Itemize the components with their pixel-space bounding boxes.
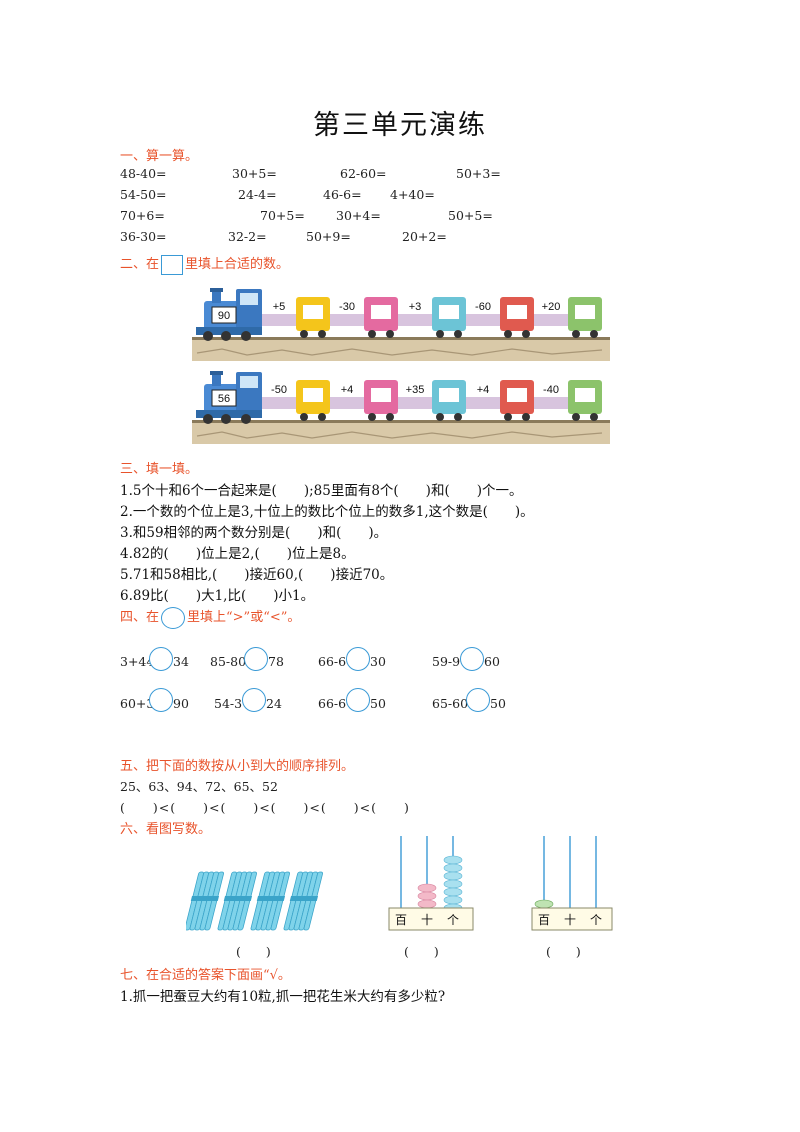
compare-left: 65-60 (432, 696, 469, 711)
compare-left: 66-6 (318, 654, 347, 669)
section-6-heading: 六、看图写数。 (120, 822, 212, 837)
compare-circle-input[interactable] (149, 688, 173, 712)
locomotive-icon (196, 288, 262, 341)
train-2-op: +4 (477, 384, 490, 396)
calc-item: 50+9= (306, 229, 351, 244)
section-2-heading-post: 里填上合适的数。 (185, 257, 290, 272)
train-2-op: -40 (543, 384, 559, 396)
fill-question: 2.一个数的个位上是3,十位上的数比个位上的数多1,这个数是( )。 (120, 504, 534, 520)
calc-item: 32-2= (228, 229, 267, 244)
calc-item: 30+4= (336, 208, 381, 223)
calc-item: 62-60= (340, 166, 387, 181)
calc-item: 36-30= (120, 229, 167, 244)
number-list: 25、63、94、72、65、52 (120, 779, 278, 794)
compare-left: 3+44 (120, 654, 155, 669)
order-blanks: ( )<( )<( )<( )<( )<( ) (120, 800, 410, 815)
compare-circle-input[interactable] (149, 647, 173, 671)
abacus-label: 百 (538, 913, 550, 927)
section-2-heading: 二、在 里填上合适的数。 (120, 253, 289, 275)
fill-question: 4.82的( )位上是2,( )位上是8。 (120, 546, 355, 562)
calc-item: 30+5= (232, 166, 277, 181)
compare-right: 50 (490, 696, 506, 711)
calc-item: 70+5= (260, 208, 305, 223)
train-1-op: +20 (542, 301, 561, 313)
abacus-1-icon: 百 十 个 (388, 836, 474, 931)
locomotive-icon (196, 371, 262, 424)
fill-question: 6.89比( )大1,比( )小1。 (120, 588, 315, 604)
compare-left: 60+3 (120, 696, 155, 711)
section-4-heading-pre: 四、在 (120, 610, 160, 625)
abacus-label: 十 (564, 913, 576, 927)
calc-item: 20+2= (402, 229, 447, 244)
compare-right: 30 (370, 654, 386, 669)
section-5-heading: 五、把下面的数按从小到大的顺序排列。 (120, 759, 355, 774)
calc-item: 48-40= (120, 166, 167, 181)
compare-right: 60 (484, 654, 500, 669)
compare-right: 78 (268, 654, 284, 669)
fill-question: 3.和59相邻的两个数分别是( )和( )。 (120, 525, 388, 541)
compare-right: 24 (266, 696, 282, 711)
fill-question: 1.5个十和6个一合起来是( );85里面有8个( )和( )个一。 (120, 483, 523, 499)
abacus-label: 百 (395, 913, 407, 927)
compare-circle-input[interactable] (244, 647, 268, 671)
train-2-op: +4 (341, 384, 354, 396)
stick-bundles-icon (186, 871, 323, 931)
compare-circle-icon (161, 606, 186, 629)
abacus-2-icon: 百 十 个 (531, 836, 613, 931)
compare-left: 85-80 (210, 654, 247, 669)
answer-blank: ( ) (236, 944, 271, 959)
train-1-start: 90 (218, 310, 230, 322)
calc-item: 54-50= (120, 187, 167, 202)
abacus-label: 个 (447, 913, 459, 927)
answer-blank: ( ) (546, 944, 581, 959)
calc-item: 50+3= (456, 166, 501, 181)
compare-circle-input[interactable] (346, 647, 370, 671)
train-2-op: +35 (406, 384, 425, 396)
section-7-question-1: 1.抓一把蚕豆大约有10粒,抓一把花生米大约有多少粒? (120, 989, 446, 1005)
calc-item: 24-4= (238, 187, 277, 202)
compare-circle-input[interactable] (460, 647, 484, 671)
calc-item: 4+40= (390, 187, 435, 202)
section-1-heading: 一、算一算。 (120, 149, 199, 164)
compare-right: 90 (173, 696, 189, 711)
section-3-heading: 三、填一填。 (120, 462, 199, 477)
page-title: 第三单元演练 (313, 110, 487, 141)
answer-box-icon (161, 254, 184, 275)
calc-item: 50+5= (448, 208, 493, 223)
compare-left: 54-3 (214, 696, 243, 711)
compare-circle-input[interactable] (466, 688, 490, 712)
compare-circle-input[interactable] (242, 688, 266, 712)
section-7-heading: 七、在合适的答案下面画“√。 (120, 968, 291, 983)
train-1-op: +3 (409, 301, 422, 313)
train-2-start: 56 (218, 393, 230, 405)
compare-left: 66-6 (318, 696, 347, 711)
fill-question: 5.71和58相比,( )接近60,( )接近70。 (120, 567, 394, 583)
compare-circle-input[interactable] (346, 688, 370, 712)
section-4-heading-post: 里填上“>”或“<”。 (187, 610, 301, 625)
abacus-label: 十 (421, 913, 433, 927)
section-4-heading: 四、在 里填上“>”或“<”。 (120, 606, 300, 629)
train-1-op: -60 (475, 301, 491, 313)
calc-item: 46-6= (323, 187, 362, 202)
train-1-illustration: 90 +5 -30 +3 -60 +20 (192, 288, 610, 361)
section-2-heading-pre: 二、在 (120, 257, 160, 272)
train-1-op: +5 (273, 301, 286, 313)
train-2-op: -50 (271, 384, 287, 396)
abacus-label: 个 (590, 913, 602, 927)
answer-blank: ( ) (404, 944, 439, 959)
train-2-illustration: 56 -50 +4 +35 +4 -40 (192, 371, 610, 444)
calc-item: 70+6= (120, 208, 165, 223)
compare-right: 34 (173, 654, 189, 669)
compare-right: 50 (370, 696, 386, 711)
compare-left: 59-9 (432, 654, 461, 669)
train-1-op: -30 (339, 301, 355, 313)
